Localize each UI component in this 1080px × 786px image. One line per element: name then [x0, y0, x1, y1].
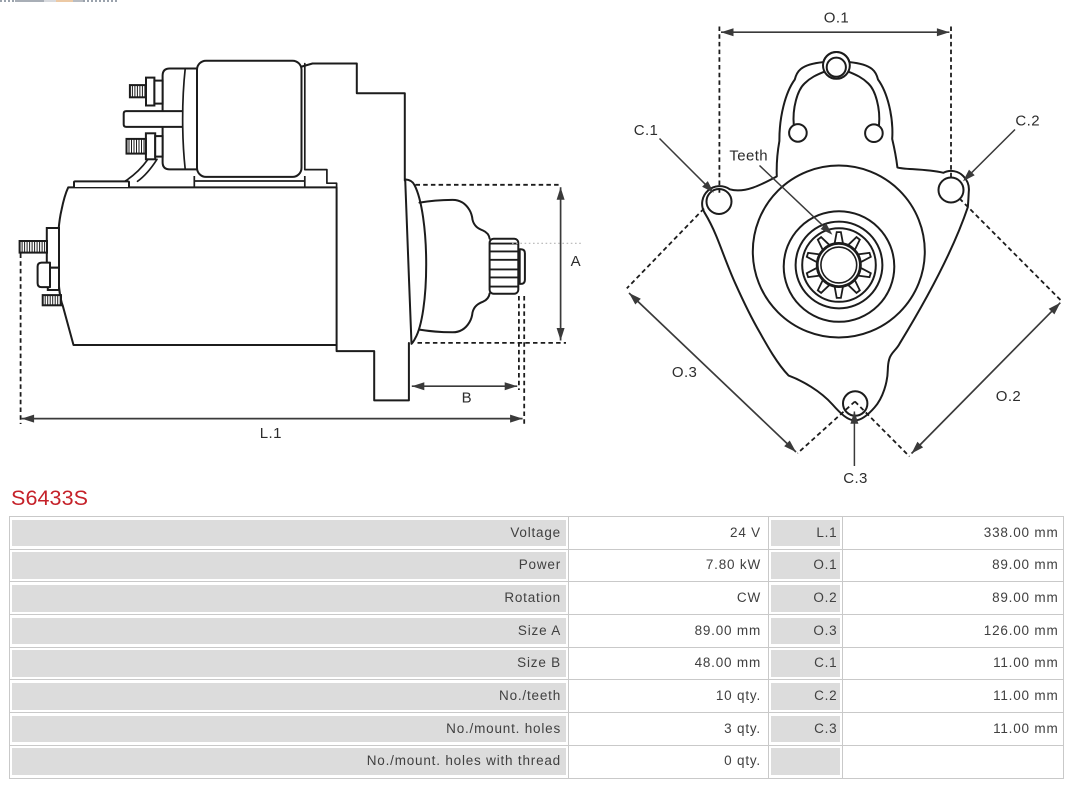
- svg-text:O.3: O.3: [672, 364, 697, 381]
- svg-text:Teeth: Teeth: [729, 147, 768, 164]
- svg-text:C.1: C.1: [634, 122, 659, 139]
- svg-text:A: A: [571, 253, 581, 270]
- svg-text:O.1: O.1: [824, 9, 849, 26]
- svg-text:L.1: L.1: [260, 425, 282, 442]
- svg-text:O.2: O.2: [996, 388, 1021, 405]
- svg-text:C.2: C.2: [1015, 112, 1040, 129]
- svg-text:B: B: [462, 390, 472, 407]
- svg-text:C.3: C.3: [843, 470, 868, 487]
